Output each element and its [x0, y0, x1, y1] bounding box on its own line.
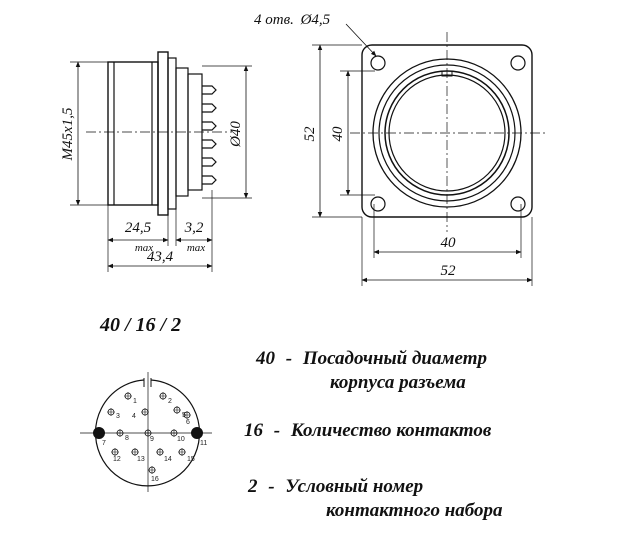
legend-sep-3: - — [268, 476, 275, 497]
legend-text-3b: контактного набора — [326, 500, 503, 521]
pin-1-cross — [124, 392, 132, 400]
pin-15-cross — [178, 448, 186, 456]
legend-line-2: 16 - Количество контактов — [244, 420, 491, 442]
legend-sep-2: - — [273, 420, 281, 441]
length-body-label: 24,5 — [125, 220, 152, 236]
pin-6-cross — [183, 411, 191, 419]
legend-line-3b: контактного набора — [326, 500, 502, 522]
pin-14-cross — [156, 448, 164, 456]
length-tail-label: 3,2 — [184, 220, 204, 236]
pin-2-cross — [159, 392, 167, 400]
pin-12-label: 12 — [113, 456, 121, 463]
pin-6-label: 6 — [186, 419, 190, 426]
pin-16-label: 16 — [151, 476, 159, 483]
pinout-diagram — [80, 372, 212, 492]
width-outer-label: 52 — [441, 263, 457, 279]
length-total-label: 43,4 — [147, 249, 174, 265]
pin-4-label: 4 — [132, 413, 136, 420]
mounting-holes — [370, 55, 526, 212]
pin-13-label: 13 — [137, 456, 145, 463]
pin-9-cross — [144, 429, 152, 437]
pin-15-label: 15 — [187, 456, 195, 463]
pin-3-cross — [107, 408, 115, 416]
pin-7-label: 7 — [102, 440, 106, 447]
length-body-note: max — [135, 242, 153, 254]
thread-label: M45x1,5 — [60, 107, 76, 161]
front-view — [312, 23, 545, 286]
pin-13-cross — [131, 448, 139, 456]
pin-12-cross — [111, 448, 119, 456]
connector-code: 40 / 16 / 2 — [100, 314, 182, 336]
legend-text-2: Количество контактов — [290, 420, 492, 441]
holes-label: 4 отв. Ø4,5 — [254, 12, 331, 28]
legend-num-3: 2 — [248, 476, 258, 497]
pin-4-cross — [141, 408, 149, 416]
pin-10-label: 10 — [177, 436, 185, 443]
pin-16-cross — [148, 466, 156, 474]
pin-2-label: 2 — [168, 398, 172, 405]
legend-sep-1: - — [285, 348, 293, 369]
pin-3-label: 3 — [116, 413, 120, 420]
pin-11-label: 11 — [200, 440, 207, 447]
legend-text-1b: корпуса разъема — [330, 372, 466, 393]
legend-line-1: 40 - Посадочный диаметр — [256, 348, 487, 370]
legend-num-2: 16 — [244, 420, 263, 441]
height-inner-label: 40 — [330, 126, 346, 142]
legend-text-1a: Посадочный диаметр — [302, 348, 487, 369]
pin-1-label: 1 — [133, 398, 137, 405]
legend-line-1b: корпуса разъема — [330, 372, 466, 394]
side-view — [70, 51, 252, 272]
height-outer-label: 52 — [302, 126, 318, 142]
pin-10-cross — [170, 429, 178, 437]
length-tail-note: max — [187, 242, 205, 254]
pin-14-label: 14 — [164, 456, 172, 463]
diameter-label: Ø40 — [228, 121, 244, 148]
pin-8-label: 8 — [125, 435, 129, 442]
pin-5-cross — [173, 406, 181, 414]
legend-text-3a: Условный номер — [285, 476, 424, 497]
pin-9-label: 9 — [150, 436, 154, 443]
pin-8-cross — [116, 429, 124, 437]
legend-line-3: 2 - Условный номер — [248, 476, 423, 498]
legend-num-1: 40 — [256, 348, 275, 369]
terminal-pins — [202, 85, 217, 185]
width-inner-label: 40 — [441, 235, 457, 251]
